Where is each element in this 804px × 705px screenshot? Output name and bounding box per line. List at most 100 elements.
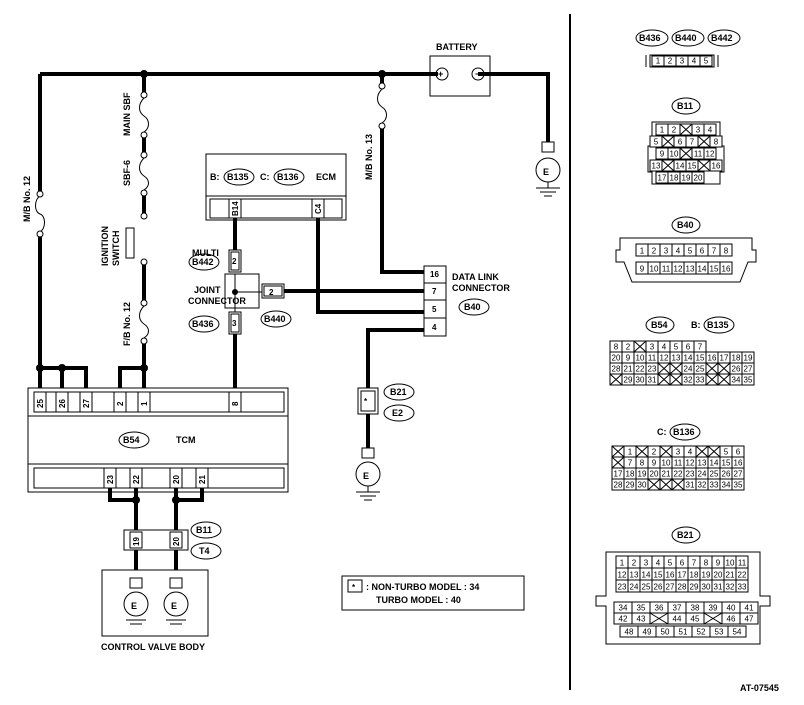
view-b21-pin-label: 11 [738,559,747,568]
view-b136-pin-label: 28 [614,481,623,490]
view-b54-pin-label: 26 [732,365,741,374]
view-b54-blank-cell [657,362,671,375]
ecm-label: ECM [316,172,336,182]
view-b11-title: B11 [677,101,693,111]
view-b54-pin-label: 16 [708,354,717,363]
ground-e2-label: E [363,471,369,481]
view-top-cell [699,55,713,67]
view-b136-pin-label: 9 [652,459,657,468]
view-b136-pin-label: 22 [674,470,683,479]
view-b54-blank-cell [609,373,623,386]
view-b21-pin-label: 2 [632,559,637,568]
view-b21-pin-label: 19 [702,571,711,580]
tcm-pin-27: 27 [82,399,91,408]
view-b54-pin-label: 27 [744,365,753,374]
view-b21-pin-label: 35 [637,604,646,613]
view-b54-pin-label: 35 [744,376,753,385]
figure-id: AT-07545 [740,683,779,693]
view-b54-pin-label: 12 [660,354,669,363]
legend-line-1: : NON-TURBO MODEL : 34 [366,582,479,592]
view-b136-blank-cell [611,445,625,458]
cvb-ground-2-label: E [171,601,177,611]
view-b11-pin-label: 15 [688,162,697,171]
view-b136-pin-label: 11 [674,459,683,468]
mb13-label: M/B No. 13 [364,134,374,180]
view-b136-pin-label: 20 [650,470,659,479]
view-b136-pin-label: 2 [652,448,657,457]
control-valve-body: E E CONTROL VALVE BODY [101,569,209,652]
view-b54-pin-label: 31 [648,376,657,385]
view-b11-pin-label: 5 [654,138,659,147]
view-b11-pin-label: 19 [682,174,691,183]
view-b11-pin-label: 4 [708,126,713,135]
b436-pin: 3 [232,319,237,328]
view-b21-cell [735,579,749,593]
view-b21-title: B21 [677,530,694,540]
view-b21-cell [727,625,747,638]
view-b21-pin-label: 16 [666,571,675,580]
view-b54-title: B54 [651,320,668,330]
ground-e2: E [355,447,381,501]
view-b21-pin-label: 5 [668,559,673,568]
view-b40-pin-label: 11 [662,265,671,274]
ecm-c-prefix: C: [260,172,270,182]
tcm-pin-21: 21 [198,475,207,484]
view-b11-pin-label: 6 [678,138,683,147]
dlc-b40-tag: B40 [464,302,481,312]
view-b21-pin-label: 26 [654,583,663,592]
view-b135-prefix: B: [691,320,701,330]
view-b11-cell [709,159,723,172]
view-b21-pin-label: 47 [745,615,754,624]
view-b21-pin-label: 54 [733,628,742,637]
tcm-pin-25: 25 [36,399,45,408]
view-b136-blank-cell [611,456,625,469]
view-b21-pin-label: 8 [704,559,709,568]
view-b54-pin-label: 32 [684,376,693,385]
view-b40-pin-label: 4 [676,247,681,256]
view-b21-pin-label: 6 [680,559,685,568]
view-b40-cell [719,261,733,275]
tcm-pin-2: 2 [116,401,125,406]
view-b21-blank-cell [703,612,723,625]
view-b54-pin-label: 25 [696,365,705,374]
b11-tag: B11 [196,525,212,535]
view-b21-pin-label: 29 [690,583,699,592]
ignition-label-2: SWITCH [111,231,121,267]
view-b21-pin-label: 27 [666,583,675,592]
b442-tag: B442 [192,257,214,267]
view-b40-pin-label: 13 [686,265,695,274]
multi-joint-label-2: JOINT [194,285,221,295]
view-b21-pin-label: 39 [709,604,718,613]
view-b11-blank-cell [679,147,693,160]
view-b54-pin-label: 18 [732,354,741,363]
view-b136-pin-label: 7 [628,459,633,468]
view-b21-pin-label: 15 [654,571,663,580]
dlc-label-2: CONNECTOR [452,283,510,293]
view-b21-pin-label: 20 [714,571,723,580]
view-b54-blank-cell [669,362,683,375]
view-b136-pin-label: 18 [626,470,635,479]
view-b40-cell [719,243,733,257]
view-b136-pin-label: 30 [638,481,647,490]
ground-battery-label: E [543,167,549,177]
view-b54-pin-label: 29 [624,376,633,385]
b11-pin-19: 19 [132,537,141,546]
view-b21-pin-label: 34 [619,604,628,613]
view-b11-pin-label: 10 [670,150,679,159]
dlc-pin-5: 5 [432,305,437,314]
view-b136-pin-label: 1 [628,448,633,457]
view-b40-pin-label: 8 [724,247,729,256]
view-b136-cell [731,478,745,491]
view-b54-blank-cell [717,373,731,386]
ecm-b-prefix: B: [210,172,220,182]
view-b11-pin-label: 17 [658,174,667,183]
view-b54-pin-label: 15 [696,354,705,363]
view-b136-pin-label: 35 [734,481,743,490]
view-b136-blank-cell [659,445,673,458]
view-b21-pin-label: 25 [642,583,651,592]
dlc-label-1: DATA LINK [452,272,499,282]
view-b54-pin-label: 30 [636,376,645,385]
view-b21-pin-label: 13 [630,571,639,580]
view-b136-pin-label: 25 [710,470,719,479]
